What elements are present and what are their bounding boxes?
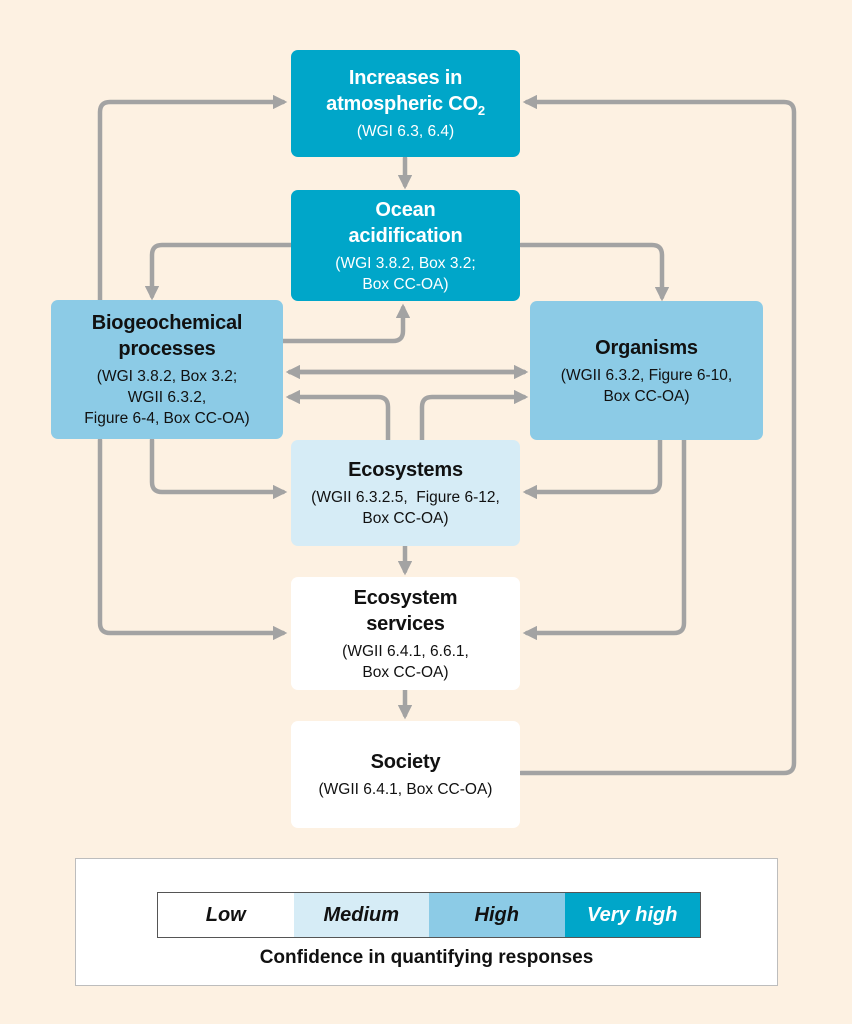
node-biogeochemical-processes: Biogeochemical processes (WGI 3.8.2, Box…: [51, 300, 283, 439]
oa-title-line2: acidification: [348, 224, 463, 247]
arrow-org-to-ess: [522, 437, 687, 641]
node-ecosystem-services-title: Ecosystem services: [354, 585, 458, 637]
arrow-soc-to-co2: [518, 94, 797, 776]
arrow-org-to-eco: [522, 437, 663, 500]
node-organisms-ref: (WGII 6.3.2, Figure 6-10, Box CC-OA): [561, 365, 732, 407]
arrow-oa-to-bio: [144, 242, 294, 301]
legend-level-low: Low: [158, 893, 294, 937]
bio-title-line2: processes: [118, 338, 216, 360]
oa-ref-line2: Box CC-OA): [362, 275, 449, 293]
ess-ref-line2: Box CC-OA): [362, 663, 449, 681]
node-atmospheric-co2-ref: (WGI 6.3, 6.4): [356, 123, 455, 140]
legend-level-very-high: Very high: [564, 893, 700, 937]
ess-ref-line1: (WGII 6.4.1, 6.6.1,: [342, 642, 469, 660]
bio-ref-line1: (WGI 3.8.2, Box 3.2;: [96, 368, 238, 385]
node-organisms-title: Organisms: [595, 336, 698, 359]
co2-subscript: 2: [477, 103, 485, 118]
node-ecosystems: Ecosystems (WGII 6.3.2.5, Figure 6-12, B…: [291, 440, 520, 546]
co2-title-line2: atmospheric CO: [326, 93, 478, 115]
arrow-bio-to-oa: [280, 303, 411, 344]
node-ecosystem-services: Ecosystem services (WGII 6.4.1, 6.6.1, B…: [291, 577, 520, 690]
node-atmospheric-co2-title: Increases in atmospheric CO2: [326, 65, 485, 117]
legend-caption: Confidence in quantifying responses: [259, 947, 594, 968]
org-ref-line1: (WGII 6.3.2, Figure 6-10,: [560, 366, 733, 384]
ess-title-line1: Ecosystem: [353, 586, 458, 609]
arrow-bio-to-eco: [149, 437, 288, 500]
arrow-eco-to-bio: [285, 389, 391, 443]
node-ecosystems-ref: (WGII 6.3.2.5, Figure 6-12, Box CC-OA): [311, 487, 500, 529]
ess-title-line2: services: [366, 612, 445, 635]
node-biogeochemical-ref: (WGI 3.8.2, Box 3.2; WGII 6.3.2, Figure …: [84, 366, 249, 429]
bio-ref-line2: WGII 6.3.2,: [127, 389, 207, 406]
arrow-oa-to-org: [518, 242, 670, 302]
bio-title-line1: Biogeochemical: [91, 312, 243, 334]
node-ocean-acidification-title: Ocean acidification: [348, 197, 462, 249]
node-ecosystems-title: Ecosystems: [348, 459, 463, 481]
legend-level-medium: Medium: [293, 893, 429, 937]
eco-ref-line1: (WGII 6.3.2.5, Figure 6-12,: [311, 489, 500, 506]
node-ocean-acidification-ref: (WGI 3.8.2, Box 3.2; Box CC-OA): [335, 253, 475, 295]
node-society: Society (WGII 6.4.1, Box CC-OA): [291, 721, 520, 828]
node-society-ref: (WGII 6.4.1, Box CC-OA): [318, 781, 493, 798]
oa-ref-line1: (WGI 3.8.2, Box 3.2;: [335, 254, 476, 272]
arrow-bio-to-co2: [97, 94, 288, 303]
bio-ref-line3: Figure 6-4, Box CC-OA): [84, 410, 250, 427]
arrow-eco-to-org: [419, 389, 529, 443]
node-society-title: Society: [370, 751, 441, 773]
node-ocean-acidification: Ocean acidification (WGI 3.8.2, Box 3.2;…: [291, 190, 520, 301]
org-ref-line2: Box CC-OA): [603, 387, 690, 405]
node-organisms: Organisms (WGII 6.3.2, Figure 6-10, Box …: [530, 301, 763, 440]
node-biogeochemical-title: Biogeochemical processes: [92, 310, 243, 362]
eco-ref-line2: Box CC-OA): [362, 510, 449, 527]
node-ecosystem-services-ref: (WGII 6.4.1, 6.6.1, Box CC-OA): [342, 641, 469, 683]
legend-level-high: High: [429, 893, 565, 937]
confidence-scale-bar: Low Medium High Very high: [157, 892, 701, 938]
co2-title-line1: Increases in: [348, 67, 463, 89]
oa-title-line1: Ocean: [375, 198, 436, 221]
confidence-legend: Low Medium High Very high Confidence in …: [75, 858, 778, 986]
node-atmospheric-co2: Increases in atmospheric CO2 (WGI 6.3, 6…: [291, 50, 520, 157]
arrow-bio-to-ess: [97, 437, 288, 641]
